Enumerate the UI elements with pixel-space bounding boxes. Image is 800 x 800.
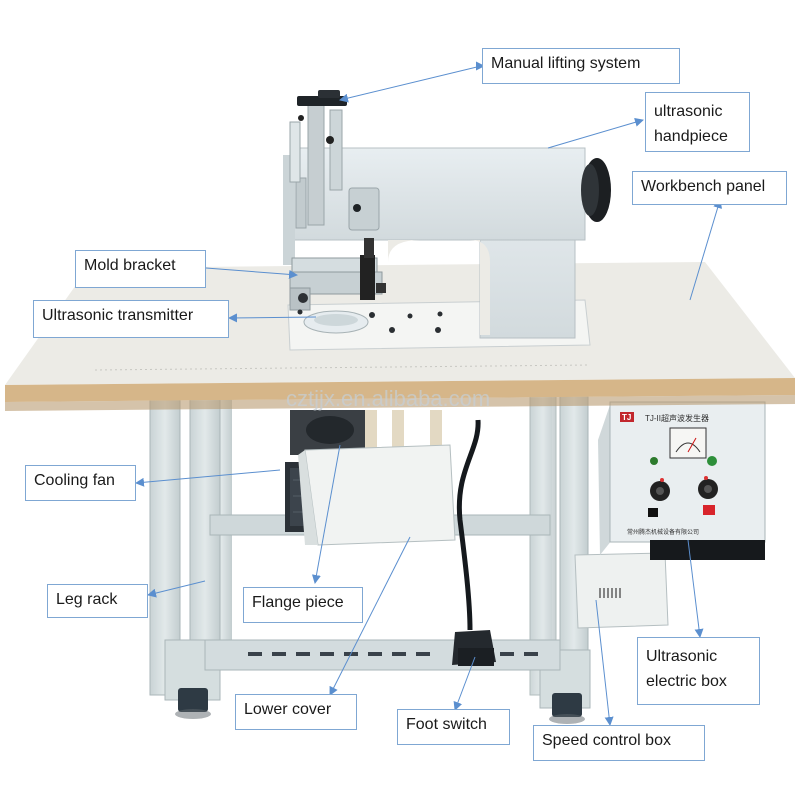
leader-leg-rack xyxy=(147,580,206,598)
leader-workbench xyxy=(689,199,723,301)
generator-box: TJ TJ-II超声波发生器 常州腾杰机械设备有限公司 xyxy=(598,401,766,560)
callout-lower-cover: Lower cover xyxy=(235,694,357,730)
callout-ultrasonic-transmitter: Ultrasonic transmitter xyxy=(33,300,229,338)
leader-electric-box xyxy=(687,539,704,638)
leader-mold-bracket xyxy=(205,267,298,279)
generator-maker-label: 常州腾杰机械设备有限公司 xyxy=(627,528,699,536)
speed-control-box xyxy=(574,552,669,629)
callout-ultrasonic-electric-box: Ultrasonic electric box xyxy=(637,637,760,705)
brand-logo-icon xyxy=(620,412,634,422)
generator-model-label: TJ-II超声波发生器 xyxy=(645,413,709,423)
callout-mold-bracket: Mold bracket xyxy=(75,250,206,288)
leader-manual-lifting xyxy=(339,65,482,103)
callout-foot-switch: Foot switch xyxy=(397,709,510,745)
callout-speed-control-box: Speed control box xyxy=(533,725,705,761)
power-indicator-icon xyxy=(650,457,658,465)
leader-lines xyxy=(135,65,723,726)
mold-bracket xyxy=(289,238,386,311)
leader-handpiece xyxy=(547,117,644,149)
green-button-icon xyxy=(707,456,717,466)
watermark-text: cztjjx.en.alibaba.com xyxy=(286,386,490,411)
leader-transmitter xyxy=(228,313,317,323)
manual-lifting-system xyxy=(289,90,347,226)
leader-cooling-fan xyxy=(135,469,281,487)
leader-lower-cover xyxy=(329,536,411,696)
callout-workbench-panel: Workbench panel xyxy=(632,171,787,205)
ultrasonic-transmitter xyxy=(297,309,443,334)
callout-flange-piece: Flange piece xyxy=(243,587,363,623)
leader-flange-piece xyxy=(311,444,341,584)
foot-switch xyxy=(452,630,496,666)
callout-leg-rack: Leg rack xyxy=(47,584,148,618)
leader-speed-control xyxy=(595,599,614,726)
ultrasonic-handpiece xyxy=(283,147,611,351)
callout-ultrasonic-handpiece: ultrasonic handpiece xyxy=(645,92,750,152)
callout-manual-lifting-system: Manual lifting system xyxy=(482,48,680,84)
leader-foot-switch xyxy=(453,656,476,711)
generator-logo-text: TJ xyxy=(622,413,631,422)
callout-cooling-fan: Cooling fan xyxy=(25,465,136,501)
lower-cover xyxy=(298,444,456,546)
